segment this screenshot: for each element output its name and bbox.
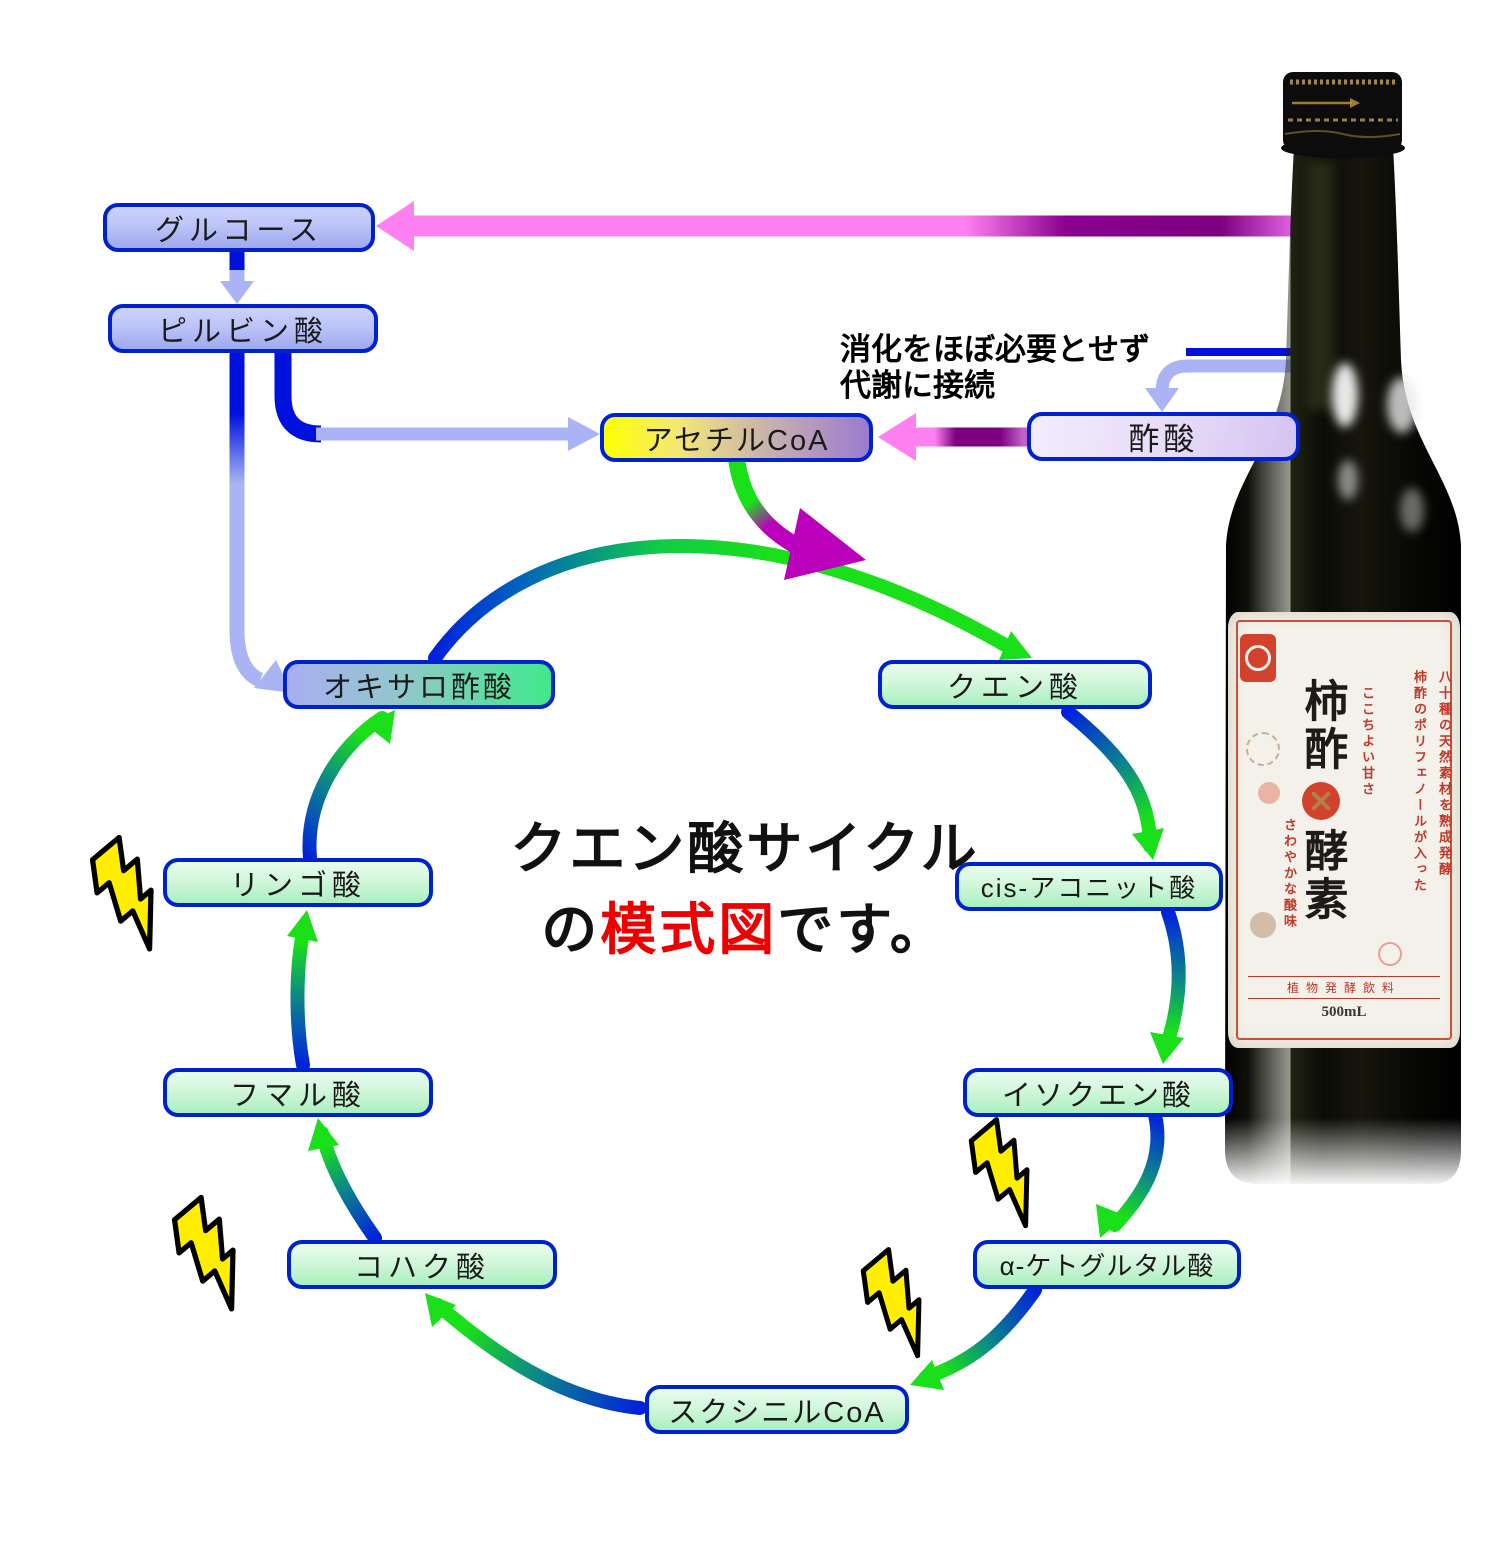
- arc-isocitrate-to-akg: [1108, 1108, 1165, 1232]
- node-succinyl-coa: スクシニルCoA: [645, 1385, 909, 1434]
- arc-succinylcoa-to-succinate: [431, 1298, 647, 1415]
- node-cis-aconitate: cis-アコニット酸: [955, 862, 1223, 911]
- label-slogan-inner: 柿酢のポリフェノールが入った: [1412, 670, 1427, 894]
- node-oxaloacetate: オキサロ酢酸: [283, 660, 555, 709]
- arrow-acetate-to-acetylcoa: [878, 413, 1027, 461]
- arrow-bottle-to-glucose: [376, 201, 1312, 251]
- node-malate: リンゴ酸: [163, 858, 433, 907]
- node-citrate: クエン酸: [878, 660, 1152, 709]
- title-line2-prefix: の: [541, 898, 601, 962]
- arrow-glucose-to-pyruvate: [220, 252, 254, 304]
- title-line1: クエン酸サイクル: [510, 817, 980, 880]
- node-succinate: コハク酸: [287, 1240, 557, 1289]
- product-volume: 500mL: [1321, 1004, 1367, 1020]
- arrow-acetylcoa-into-cycle: [728, 453, 866, 580]
- arc-malate-to-oxaloacetate: [302, 711, 389, 865]
- node-acetyl-coa: アセチルCoA: [600, 413, 873, 462]
- annotation-line1: 消化をほぼ必要とせず: [840, 332, 1150, 367]
- node-pyruvate: ピルビン酸: [108, 304, 378, 353]
- annotation-line2: 代謝に接続: [840, 368, 995, 404]
- arc-fumarate-to-malate: [290, 920, 311, 1072]
- node-glucose: グルコース: [103, 203, 375, 252]
- arc-oxaloacetate-to-citrate: [428, 539, 1012, 665]
- node-fumarate: フマル酸: [163, 1068, 433, 1117]
- title-line2-suffix: です。: [777, 898, 949, 962]
- label-frame: [1236, 620, 1452, 1040]
- brand-seal-icon: [1240, 634, 1276, 682]
- node-isocitrate: イソクエン酸: [963, 1068, 1233, 1117]
- taste-note-1: ここちよい甘さ: [1360, 686, 1375, 798]
- label-botanical-decoration-icon: [1258, 782, 1280, 804]
- product-name-bottom: 酵素: [1297, 828, 1347, 924]
- title-line2: の模式図です。: [455, 889, 1035, 970]
- node-acetate: 酢酸: [1027, 412, 1300, 461]
- cycle-arrowheads: [287, 631, 1184, 1390]
- product-name: 柿酢酵素: [1292, 678, 1351, 924]
- taste-note-2: さわやかな酸味: [1282, 818, 1297, 930]
- label-slogan-outer: 八十種の天然素材を熟成発酵: [1437, 670, 1452, 878]
- arc-citrate-to-cisaconitate: [1061, 705, 1157, 853]
- bottle-cap: [1281, 72, 1405, 158]
- label-botanical-decoration-icon: [1250, 912, 1276, 938]
- arrow-pyruvate-to-oxaloacetate: [229, 351, 292, 693]
- label-botanical-decoration-icon: [1378, 942, 1402, 966]
- node-alpha-ketoglutarate: α-ケトグルタル酸: [973, 1240, 1241, 1289]
- label-slogan: 八十種の天然素材を熟成発酵 柿酢のポリフェノールが入った: [1404, 670, 1454, 1000]
- title-line2-highlight: 模式図: [600, 898, 778, 962]
- arc-akg-to-succinylcoa: [918, 1283, 1042, 1385]
- product-name-top: 柿酢: [1297, 678, 1347, 774]
- bottle-label: 八十種の天然素材を熟成発酵 柿酢のポリフェノールが入った 柿酢酵素 ここちよい甘…: [1228, 612, 1460, 1048]
- diagram-title: クエン酸サイクル の模式図です。: [455, 808, 1035, 970]
- metabolism-annotation: 消化をほぼ必要とせず 代謝に接続: [840, 332, 1150, 405]
- product-category: 植物発酵飲料: [1248, 976, 1440, 999]
- label-botanical-decoration-icon: [1246, 732, 1280, 766]
- arrow-pyruvate-to-acetylcoa: [274, 351, 600, 451]
- persimmon-x-icon: [1302, 782, 1341, 820]
